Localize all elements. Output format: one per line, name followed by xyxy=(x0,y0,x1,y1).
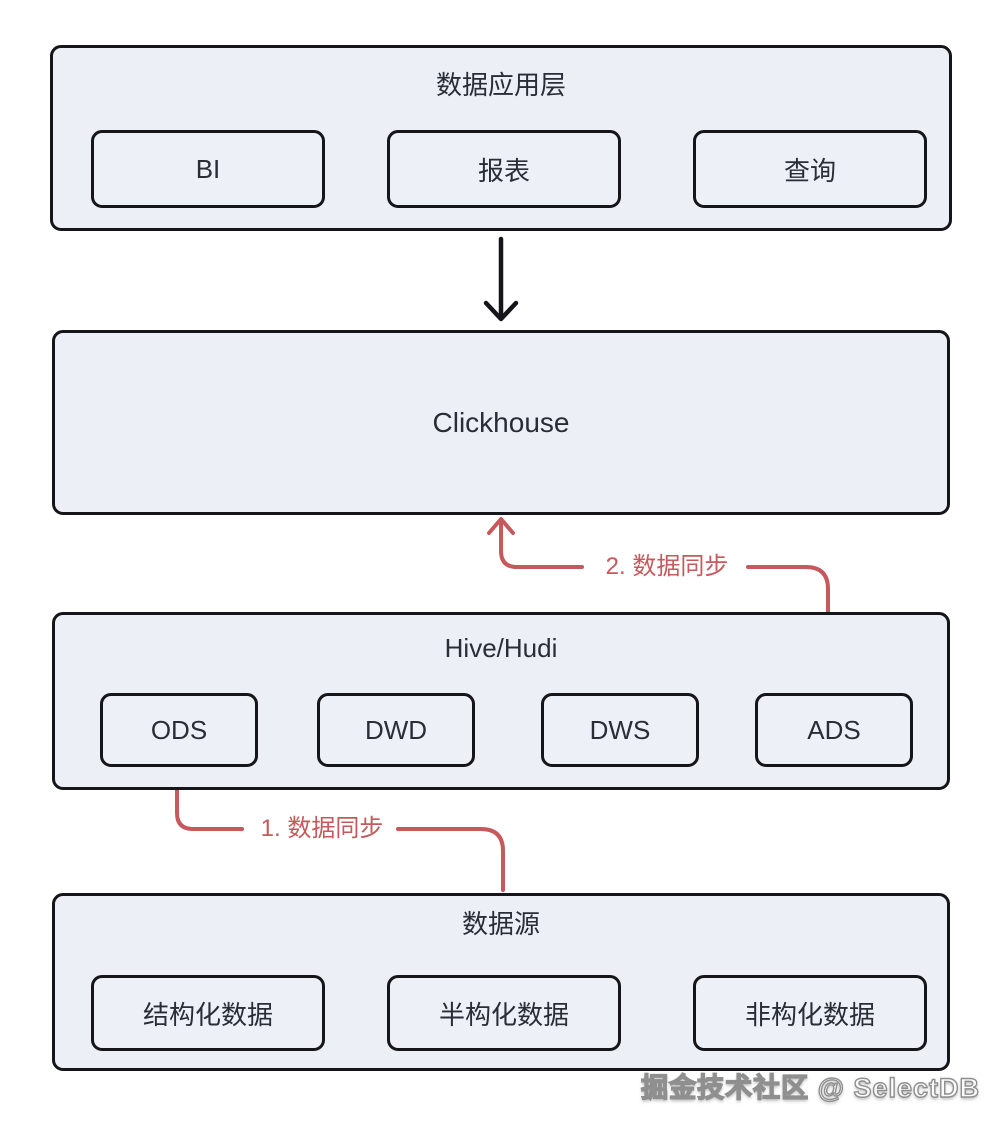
node-ads: ADS xyxy=(755,693,913,767)
clickhouse-title: Clickhouse xyxy=(432,406,570,438)
warehouse-title: Hive/Hudi xyxy=(444,633,558,663)
sync-label-2: 2. 数据同步 xyxy=(605,553,729,580)
app-layer-title: 数据应用层 xyxy=(435,70,566,100)
sync-label-1: 1. 数据同步 xyxy=(260,815,384,842)
node-dwd: DWD xyxy=(317,693,475,767)
source-title: 数据源 xyxy=(461,909,540,939)
watermark: 掘金技术社区 @ SelectDB xyxy=(640,1072,980,1103)
clickhouse-panel: Clickhouse xyxy=(52,330,950,515)
node-bi: BI xyxy=(91,130,325,208)
node-query: 查询 xyxy=(693,130,927,208)
source-panel: 数据源 结构化数据 半构化数据 非构化数据 xyxy=(52,893,950,1071)
app-layer-panel: 数据应用层 BI 报表 查询 xyxy=(50,45,952,231)
node-semi-structured-data: 半构化数据 xyxy=(387,975,621,1051)
node-dws: DWS xyxy=(541,693,699,767)
node-structured-data: 结构化数据 xyxy=(91,975,325,1051)
node-report: 报表 xyxy=(387,130,621,208)
node-unstructured-data: 非构化数据 xyxy=(693,975,927,1051)
node-ods: ODS xyxy=(100,693,258,767)
warehouse-panel: Hive/Hudi ODS DWD DWS ADS xyxy=(52,612,950,790)
arrow-app-to-clickhouse-icon xyxy=(483,236,519,322)
